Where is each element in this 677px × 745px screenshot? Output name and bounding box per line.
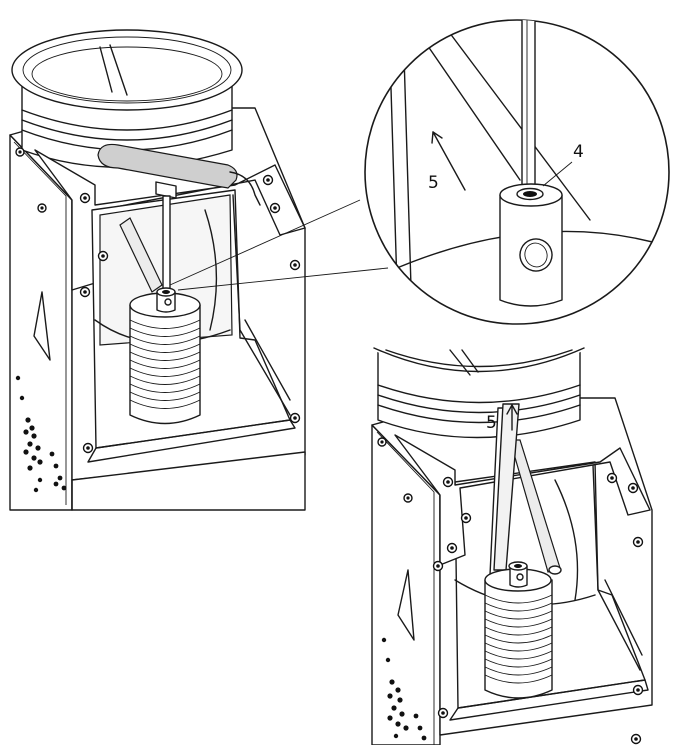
detail-callout-4: 4: [573, 142, 584, 162]
detail-callout-5: 5: [428, 173, 439, 193]
lower-canister-body: [377, 347, 581, 439]
lower-callout-5: 5: [486, 413, 497, 433]
lower-direction-arrow: [506, 404, 518, 431]
lower-textured-area: [381, 637, 427, 741]
upper-side-vent: [33, 291, 51, 361]
upper-extraction-rod: [119, 217, 163, 293]
upper-canister-rim: [11, 29, 243, 111]
detail-shaft: [521, 20, 536, 186]
lower-frame-bolts: [377, 437, 644, 745]
upper-t-handle: [97, 143, 238, 189]
detail-magnifier: 4 5: [364, 19, 670, 325]
upper-weight-stack: [129, 287, 201, 425]
upper-shaft: [162, 195, 171, 291]
lower-side-vent: [397, 569, 415, 641]
lower-assembly: 5: [371, 344, 653, 745]
detail-direction-arrow: [431, 131, 466, 191]
lower-weight-stack: [484, 561, 553, 699]
upper-assembly: [9, 29, 306, 511]
detail-leader-lines: [169, 199, 389, 291]
upper-textured-area: [15, 375, 67, 493]
